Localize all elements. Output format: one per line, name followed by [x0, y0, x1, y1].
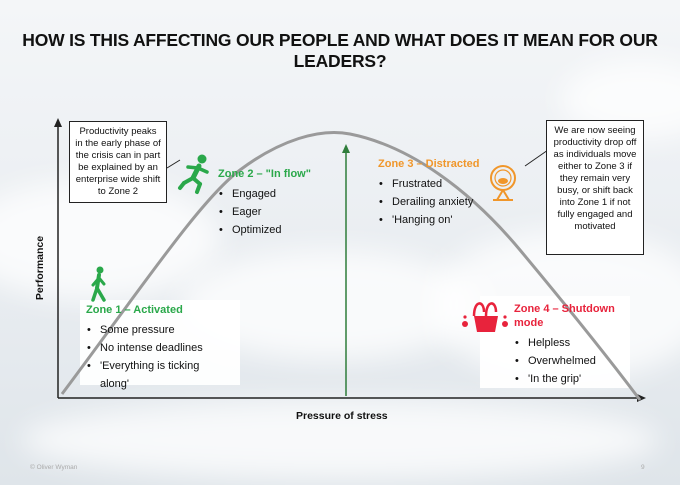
walking-person-icon	[91, 266, 106, 302]
callout-right: We are now seeing productivity drop off …	[546, 120, 644, 255]
copyright: © Oliver Wyman	[30, 464, 78, 471]
peak-arrow	[342, 144, 350, 153]
page-title: HOW IS THIS AFFECTING OUR PEOPLE AND WHA…	[22, 30, 658, 71]
zone-1: Zone 1 – Activated Some pressure No inte…	[86, 303, 236, 393]
zone-1-title: Zone 1 – Activated	[86, 304, 183, 316]
zone-4-item: Helpless	[514, 334, 626, 352]
zone-1-item: No intense deadlines	[86, 339, 236, 357]
zone-3-item: Frustrated	[378, 175, 508, 193]
page-number: 9	[641, 464, 645, 471]
performance-curve	[60, 131, 642, 401]
running-person-icon	[178, 154, 209, 194]
zone-1-item: Some pressure	[86, 321, 236, 339]
zone-2-title: Zone 2 – "In flow"	[218, 168, 311, 180]
zone-2-item: Engaged	[218, 185, 348, 203]
callout-right-pointer	[524, 149, 549, 167]
zone-2-item: Optimized	[218, 221, 348, 239]
zone-2-item: Eager	[218, 203, 348, 221]
zone-3-item: Derailing anxiety	[378, 193, 508, 211]
zone-4-title: Zone 4 – Shutdown mode	[514, 303, 615, 329]
y-axis-arrow	[54, 118, 62, 127]
zone-3-title: Zone 3 – Distracted	[378, 158, 480, 170]
zone-3-item: 'Hanging on'	[378, 211, 508, 229]
zone-2: Zone 2 – "In flow" Engaged Eager Optimiz…	[218, 167, 348, 239]
callout-left-pointer	[166, 159, 181, 169]
zone-4: Zone 4 – Shutdown mode Helpless Overwhel…	[514, 302, 626, 388]
zone-3: Zone 3 – Distracted Frustrated Derailing…	[378, 157, 508, 229]
zone-1-item: 'Everything is ticking along'	[86, 357, 220, 393]
zone-4-item: 'In the grip'	[514, 370, 626, 388]
x-axis-label: Pressure of stress	[296, 410, 388, 422]
callout-left: Productivity peaks in the early phase of…	[69, 121, 167, 203]
y-axis-label: Performance	[34, 235, 46, 301]
zone-4-item: Overwhelmed	[514, 352, 626, 370]
flowers-in-pot-icon	[462, 302, 508, 332]
